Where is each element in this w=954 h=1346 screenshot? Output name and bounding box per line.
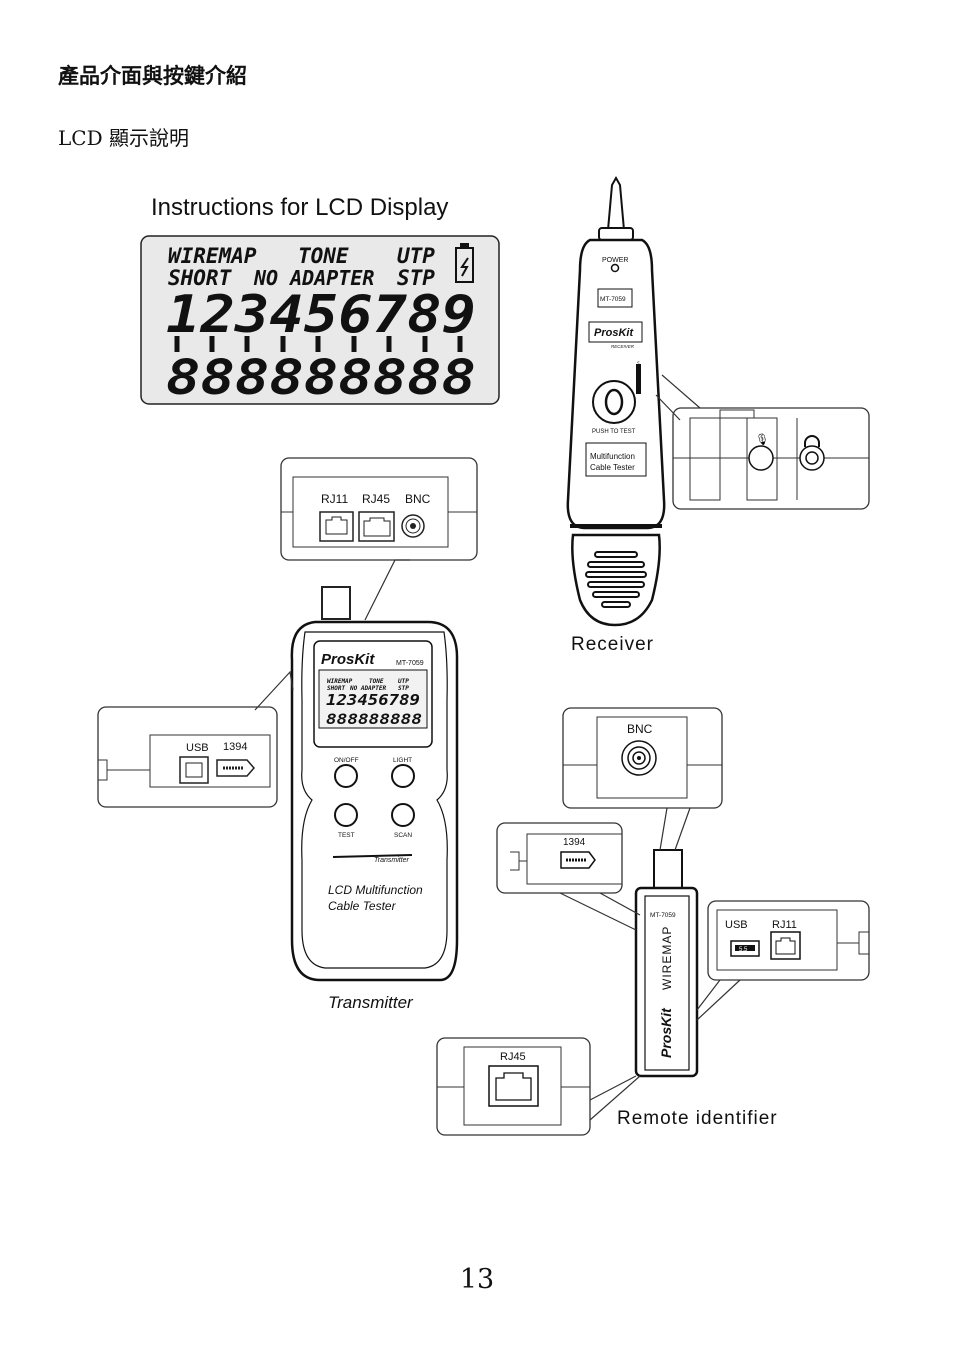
lcd-word-wiremap: WIREMAP: [168, 244, 257, 268]
receiver-probe-tip: [606, 175, 626, 231]
remote-usb-label: USB: [725, 919, 748, 931]
volume-wheel[interactable]: [636, 364, 641, 394]
headphone-jack: [799, 445, 825, 471]
mini-lcd-wiremap: WIREMAP: [327, 678, 353, 685]
scan-button[interactable]: [391, 803, 415, 827]
usb-a-icon-label: 5.5: [739, 947, 748, 953]
port-label-rj45: RJ45: [362, 492, 390, 506]
remote-bnc-port-icon: [621, 740, 657, 776]
transmitter-brand: ProsKit: [321, 651, 375, 668]
mini-lcd-utp: UTP: [398, 678, 409, 685]
mini-lcd-stp: STP: [398, 685, 409, 692]
port-label-1394: 1394: [223, 741, 247, 753]
receiver-desc1: Multifunction: [590, 452, 635, 461]
remote-rj45-label: RJ45: [500, 1051, 526, 1063]
mini-lcd-no-adapter: NO ADAPTER: [349, 685, 387, 692]
page-number: 13: [459, 1264, 495, 1295]
transmitter-mini-lcd: [318, 669, 428, 729]
product-figure: Instructions for LCD Display WIREMAP TON…: [97, 175, 870, 1136]
port-label-bnc: BNC: [405, 492, 431, 506]
callout-remote-usb-rj11: [707, 900, 870, 981]
firewire-port-icon: [216, 759, 255, 777]
lcd-tick-marks: [174, 336, 463, 352]
button-label-light: LIGHT: [393, 757, 412, 764]
remote-1394-label: 1394: [563, 837, 586, 848]
receiver-sub: RECEIVER: [611, 344, 635, 349]
lcd-digits: 123456789: [166, 285, 476, 345]
mini-lcd-short: SHORT: [327, 685, 345, 692]
headphone-icon: [804, 435, 820, 447]
bnc-port-icon: [401, 514, 425, 538]
transmitter-model: MT-7059: [396, 660, 424, 667]
receiver-model: MT-7059: [600, 296, 626, 303]
bnc-connector: [321, 586, 351, 620]
test-button[interactable]: [334, 803, 358, 827]
battery-icon: [455, 243, 474, 283]
receiver-push-label: PUSH TO TEST: [592, 429, 636, 435]
lcd-word-tone: TONE: [298, 244, 349, 268]
remote-caption: Remote identifier: [617, 1108, 778, 1129]
push-to-test-button[interactable]: [592, 380, 636, 424]
button-label-scan: SCAN: [394, 832, 412, 839]
microphone-icon: 🎙: [755, 433, 769, 446]
port-label-rj11: RJ11: [321, 492, 348, 506]
callout-remote-bnc: [562, 707, 723, 809]
receiver-caption: Receiver: [571, 634, 654, 655]
mini-lcd-digits: 123456789: [326, 691, 420, 709]
page-heading: 產品介面與按鍵介紹: [58, 64, 247, 88]
transmitter-product-line2: Cable Tester: [328, 899, 397, 913]
remote-rj45-port-icon: [488, 1065, 539, 1107]
mini-lcd-tone: TONE: [369, 678, 384, 685]
remote-brand: ProsKit: [658, 1007, 674, 1058]
remote-body: [634, 886, 699, 1078]
lcd-segment-row: 888888888: [166, 350, 476, 406]
lcd-screen: [140, 235, 500, 405]
lcd-word-utp: UTP: [397, 244, 435, 268]
onoff-button[interactable]: [334, 764, 358, 788]
usb-b-port-icon: [179, 756, 209, 784]
remote-vertical-label: WIREMAP: [660, 926, 674, 990]
transmitter-strip-label: Transmitter: [374, 857, 410, 864]
mini-lcd-segments: 888888888: [326, 712, 422, 728]
remote-firewire-port-icon: [560, 851, 596, 869]
remote-bnc-connector: [653, 849, 683, 889]
lcd-word-stp: STP: [397, 266, 435, 290]
lcd-word-no-adapter: NO ADAPTER: [253, 266, 374, 290]
microphone-jack: [748, 445, 774, 471]
remote-rj11-label: RJ11: [772, 919, 797, 931]
lcd-title: Instructions for LCD Display: [151, 194, 448, 221]
lcd-word-short: SHORT: [168, 266, 233, 290]
remote-bnc-label: BNC: [627, 722, 653, 736]
remote-rj11-port-icon: [770, 931, 801, 960]
receiver-power-label: POWER: [602, 257, 628, 264]
remote-model: MT-7059: [650, 912, 676, 919]
button-label-onoff: ON/OFF: [334, 757, 359, 764]
port-label-usb: USB: [186, 742, 209, 754]
receiver-handle: [571, 533, 661, 627]
usb-a-port-icon: [730, 940, 760, 957]
button-label-test: TEST: [338, 832, 355, 839]
receiver-desc2: Cable Tester: [590, 463, 635, 472]
power-led: [610, 263, 620, 273]
rj45-port-icon: [358, 511, 395, 542]
transmitter-product-line1: LCD Multifunction: [328, 883, 423, 897]
transmitter-caption: Transmitter: [328, 993, 414, 1012]
light-button[interactable]: [391, 764, 415, 788]
rj11-port-icon: [319, 511, 354, 542]
page-subheading: LCD 顯示說明: [58, 126, 189, 150]
receiver-brand: ProsKit: [594, 327, 634, 339]
speaker-grille: [585, 551, 647, 608]
